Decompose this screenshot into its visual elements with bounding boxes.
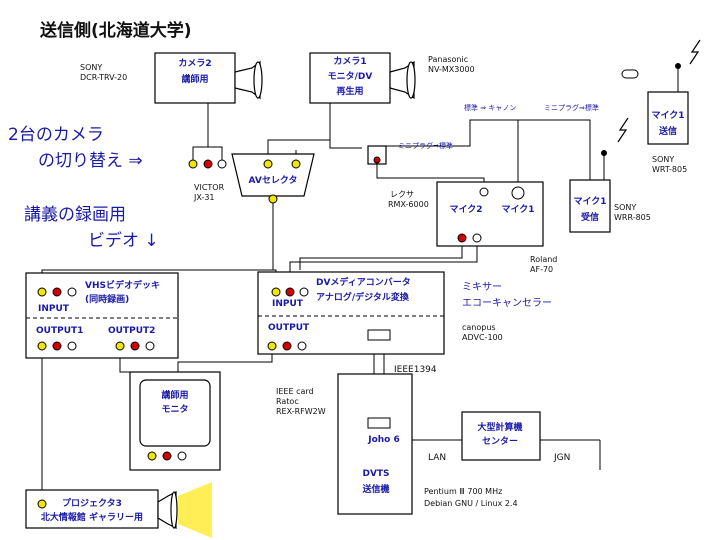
- mic-tx-label-1: マイク1: [651, 110, 684, 121]
- mic-rx-model: WRR-805: [614, 213, 651, 222]
- av-selector-box: [231, 153, 315, 197]
- pc-label-2: 送信機: [361, 483, 389, 495]
- dv-input-label: INPUT: [272, 299, 304, 309]
- jack-yellow: [188, 159, 198, 169]
- av-selector-label: AVセレクタ: [249, 174, 298, 186]
- pc-spec-1: Pentium Ⅲ 700 MHz: [424, 487, 502, 496]
- camera2-box: [154, 52, 236, 104]
- projector-box: [25, 489, 159, 529]
- pc-label-1: DVTS: [362, 469, 389, 479]
- lan-label: LAN: [428, 453, 446, 463]
- mixer-note-1: ミキサー: [462, 281, 502, 293]
- mic-icon: [621, 69, 639, 79]
- center-box: [461, 411, 541, 461]
- pc-box: [337, 373, 413, 515]
- page-title: 送信側(北海道大学): [40, 20, 192, 41]
- note-switch-2: の切り替え ⇒: [38, 151, 143, 171]
- mic-rx-label-1: マイク1: [573, 196, 606, 207]
- camera1-box: [309, 52, 391, 104]
- mic-rx-maker: SONY: [614, 203, 636, 212]
- center-label-1: 大型計算機: [477, 421, 522, 433]
- wire-mixer-dv: [299, 238, 463, 270]
- dv-converter-box: [257, 271, 445, 355]
- ieee1394-label: IEEE1394: [394, 365, 437, 375]
- mixer-mic1: マイク1: [501, 204, 534, 215]
- vhs-input-label: INPUT: [38, 304, 70, 314]
- connector-mini-std-2: ミニプラグ⇒標準: [544, 103, 599, 112]
- pc-ieee-port: [367, 417, 391, 429]
- note-switch-1: 2台のカメラ: [8, 125, 104, 145]
- monitor-label-1: 講師用: [161, 389, 188, 401]
- rexa-model: RMX-6000: [388, 200, 429, 209]
- antenna-tx: [675, 63, 681, 69]
- wire-camera1: [267, 103, 331, 160]
- camera2-model: DCR-TRV-20: [80, 73, 127, 82]
- antenna-rx: [601, 150, 607, 156]
- av-selector-maker: VICTOR: [194, 183, 225, 192]
- dv-output-label: OUTPUT: [268, 323, 310, 333]
- rexa-box: [367, 145, 387, 165]
- jack-red: [203, 159, 213, 169]
- mic1-jack-icon: [511, 186, 525, 200]
- center-label-2: センター: [482, 435, 518, 447]
- connector-mini-std-1: ミニプラグ⇒標準: [398, 141, 453, 150]
- mic-tx-maker: SONY: [652, 155, 674, 164]
- ieee-card-line-3: REX-RFW2W: [276, 407, 326, 416]
- mixer-model: AF-70: [530, 265, 553, 274]
- mixer-mic2: マイク2: [449, 204, 482, 215]
- wire-mic-rx: [518, 119, 591, 180]
- dv-title-1: DVメディアコンバータ: [316, 276, 411, 288]
- dv-maker: canopus: [462, 323, 496, 332]
- ieee-card-line-1: IEEE card: [276, 387, 314, 396]
- monitor-screen: [139, 379, 211, 447]
- note-record-1: 講義の録画用: [24, 205, 126, 225]
- camera1-maker: Panasonic: [428, 55, 468, 64]
- camera1-label: カメラ1: [333, 56, 366, 67]
- av-selector-model: JX-31: [193, 193, 215, 202]
- dv-ieee-port: [367, 329, 391, 341]
- pc-port-label: Joho 6: [367, 435, 400, 445]
- wire-camera2: [192, 103, 209, 160]
- mic-rx-box: [569, 179, 611, 233]
- vhs-output1-label: OUTPUT1: [36, 326, 83, 336]
- mixer-maker: Roland: [530, 255, 557, 264]
- vhs-title-2: (同時録画): [85, 293, 129, 305]
- dv-title-2: アナログ/デジタル変換: [316, 291, 410, 303]
- mic-tx-box: [647, 91, 689, 145]
- mic-rx-label-2: 受信: [581, 211, 599, 223]
- wireless-signal-icon: [689, 39, 701, 65]
- vhs-title-1: VHSビデオデッキ: [85, 279, 160, 291]
- camera2-maker: SONY: [80, 63, 102, 72]
- pc-spec-2: Debian GNU / Linux 2.4: [424, 499, 518, 508]
- connector-std-cannon: 標準 ⇒ キャノン: [464, 103, 516, 112]
- projector-label-1: プロジェクタ3: [62, 497, 122, 509]
- note-record-2: ビデオ ↓: [88, 230, 159, 251]
- mixer-box: [436, 181, 544, 247]
- rexa-label: レクサ: [390, 190, 414, 199]
- ieee-card-line-2: Ratoc: [276, 397, 299, 406]
- projector-beam: [178, 482, 212, 538]
- mic-tx-model: WRT-805: [652, 165, 687, 174]
- dv-model: ADVC-100: [462, 333, 503, 342]
- wireless-signal-icon-2: [617, 117, 629, 143]
- camera1-sub2: 再生用: [336, 85, 363, 97]
- projector-label-2: 北大情報館 ギャラリー用: [41, 511, 143, 523]
- mixer-note-2: エコーキャンセラー: [462, 297, 552, 309]
- jgn-label: JGN: [553, 453, 570, 463]
- camera2-lens-icon: [234, 60, 261, 100]
- camera1-sub1: モニタ/DV: [328, 70, 373, 82]
- mic-tx-label-2: 送信: [658, 125, 677, 137]
- camera1-model: NV-MX3000: [428, 65, 475, 74]
- vhs-output2-label: OUTPUT2: [108, 326, 155, 336]
- camera2-sub: 講師用: [181, 73, 208, 85]
- monitor-label-2: モニタ: [161, 403, 188, 415]
- camera2-label: カメラ2: [178, 58, 211, 69]
